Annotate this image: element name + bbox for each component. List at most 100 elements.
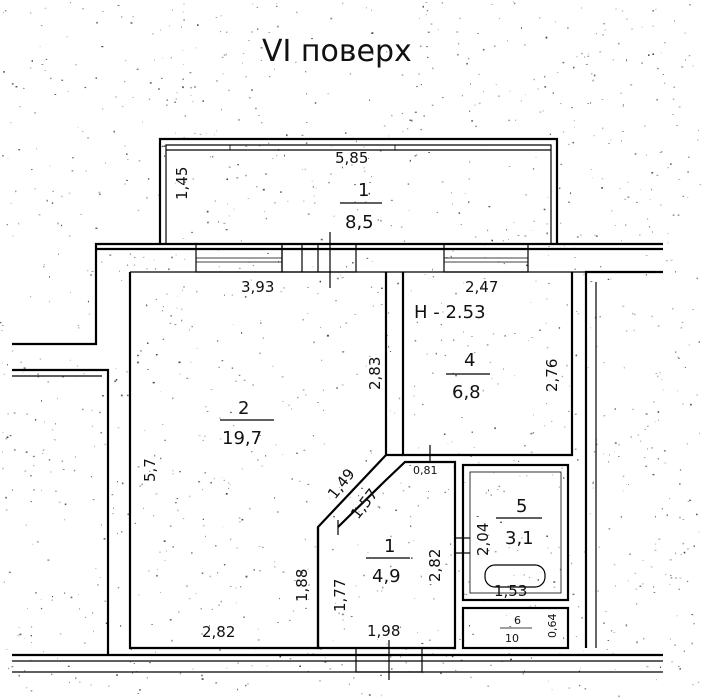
noise-speck bbox=[94, 445, 95, 447]
noise-speck bbox=[291, 408, 292, 410]
noise-speck bbox=[176, 307, 178, 309]
noise-speck bbox=[351, 164, 353, 166]
noise-speck bbox=[350, 475, 352, 476]
noise-speck bbox=[177, 295, 178, 297]
noise-speck bbox=[587, 367, 589, 369]
noise-speck bbox=[257, 28, 259, 30]
noise-speck bbox=[669, 638, 671, 640]
noise-speck bbox=[0, 321, 2, 324]
noise-speck bbox=[252, 265, 255, 267]
noise-speck bbox=[24, 470, 27, 472]
noise-speck bbox=[49, 276, 50, 278]
noise-speck bbox=[679, 577, 682, 579]
noise-speck bbox=[386, 334, 388, 336]
noise-speck bbox=[522, 672, 525, 675]
noise-speck bbox=[245, 684, 247, 687]
noise-speck bbox=[380, 304, 383, 305]
noise-speck bbox=[433, 598, 435, 600]
noise-speck bbox=[603, 622, 605, 624]
noise-speck bbox=[82, 408, 84, 411]
noise-speck bbox=[572, 593, 575, 596]
noise-speck bbox=[261, 465, 264, 467]
noise-speck bbox=[676, 124, 679, 126]
noise-speck bbox=[596, 33, 597, 35]
noise-speck bbox=[368, 158, 369, 159]
noise-speck bbox=[595, 235, 598, 237]
noise-speck bbox=[569, 385, 570, 387]
noise-speck bbox=[498, 485, 501, 487]
noise-speck bbox=[262, 337, 264, 339]
noise-speck bbox=[599, 51, 602, 53]
noise-speck bbox=[72, 157, 74, 159]
noise-speck bbox=[691, 614, 694, 616]
noise-speck bbox=[445, 257, 448, 258]
noise-speck bbox=[258, 287, 261, 289]
noise-speck bbox=[236, 177, 239, 179]
noise-speck bbox=[202, 518, 204, 520]
noise-speck bbox=[468, 581, 470, 583]
noise-speck bbox=[238, 267, 241, 269]
noise-speck bbox=[337, 277, 339, 280]
noise-speck bbox=[618, 443, 620, 446]
noise-speck bbox=[559, 653, 561, 655]
noise-speck bbox=[182, 11, 184, 13]
noise-speck bbox=[542, 110, 544, 112]
noise-speck bbox=[626, 18, 628, 20]
noise-speck bbox=[545, 322, 547, 324]
noise-speck bbox=[44, 7, 47, 9]
noise-speck bbox=[291, 478, 293, 480]
noise-speck bbox=[122, 106, 124, 108]
noise-speck bbox=[55, 423, 57, 425]
noise-speck bbox=[116, 674, 118, 676]
noise-speck bbox=[452, 339, 455, 342]
noise-speck bbox=[132, 16, 134, 18]
noise-speck bbox=[225, 493, 228, 495]
noise-speck bbox=[692, 684, 694, 686]
noise-speck bbox=[652, 10, 655, 12]
noise-speck bbox=[657, 411, 660, 413]
noise-speck bbox=[181, 319, 183, 322]
noise-speck bbox=[475, 236, 477, 238]
noise-speck bbox=[649, 199, 651, 200]
room-1-label: 1 4,9 bbox=[366, 536, 410, 587]
noise-speck bbox=[567, 27, 569, 29]
noise-speck bbox=[30, 501, 32, 503]
noise-speck bbox=[636, 641, 638, 644]
noise-speck bbox=[163, 145, 166, 147]
noise-speck bbox=[44, 70, 46, 71]
noise-speck bbox=[188, 597, 191, 600]
room-4-label: H - 2.53 4 6,8 bbox=[414, 302, 490, 403]
noise-speck bbox=[252, 384, 254, 386]
dim-room2-top: 3,93 bbox=[241, 278, 274, 296]
noise-speck bbox=[37, 373, 39, 375]
noise-speck bbox=[614, 442, 617, 444]
noise-speck bbox=[7, 157, 9, 159]
noise-speck bbox=[546, 232, 548, 235]
room-1-area: 4,9 bbox=[372, 566, 401, 587]
noise-speck bbox=[437, 630, 439, 631]
noise-speck bbox=[621, 240, 622, 242]
noise-speck bbox=[662, 389, 664, 391]
noise-speck bbox=[98, 191, 101, 194]
noise-speck bbox=[185, 178, 188, 180]
noise-speck bbox=[491, 377, 493, 380]
noise-speck bbox=[82, 8, 84, 10]
noise-speck bbox=[518, 460, 520, 462]
noise-speck bbox=[311, 180, 313, 182]
noise-speck bbox=[115, 379, 118, 381]
noise-speck bbox=[237, 662, 239, 664]
room-1-number: 1 bbox=[384, 536, 395, 557]
noise-speck bbox=[196, 290, 198, 293]
noise-speck bbox=[15, 190, 17, 193]
noise-speck bbox=[146, 268, 148, 270]
noise-speck bbox=[259, 320, 262, 321]
noise-speck bbox=[61, 79, 64, 81]
noise-speck bbox=[603, 453, 604, 455]
noise-speck bbox=[172, 546, 174, 548]
noise-speck bbox=[349, 73, 352, 75]
noise-speck bbox=[598, 546, 600, 548]
noise-speck bbox=[441, 2, 443, 4]
noise-speck bbox=[488, 206, 491, 208]
noise-speck bbox=[154, 59, 155, 62]
